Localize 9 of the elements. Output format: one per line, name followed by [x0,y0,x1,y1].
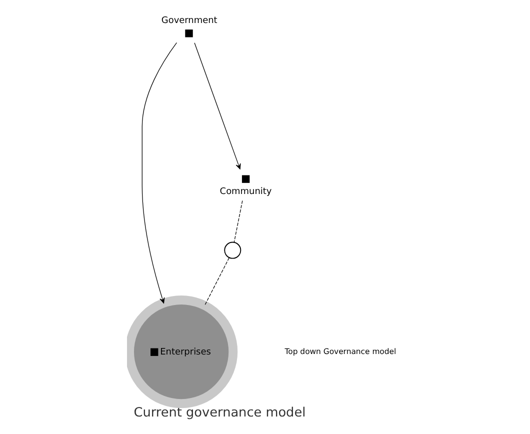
node-box [241,175,250,183]
node-label: Government [160,16,217,26]
node-label: Community [219,186,272,197]
node-box [184,30,192,38]
connector [204,258,229,306]
node-circle [224,242,241,259]
connector [233,200,242,243]
arrow [141,42,177,304]
arrow [194,42,240,170]
